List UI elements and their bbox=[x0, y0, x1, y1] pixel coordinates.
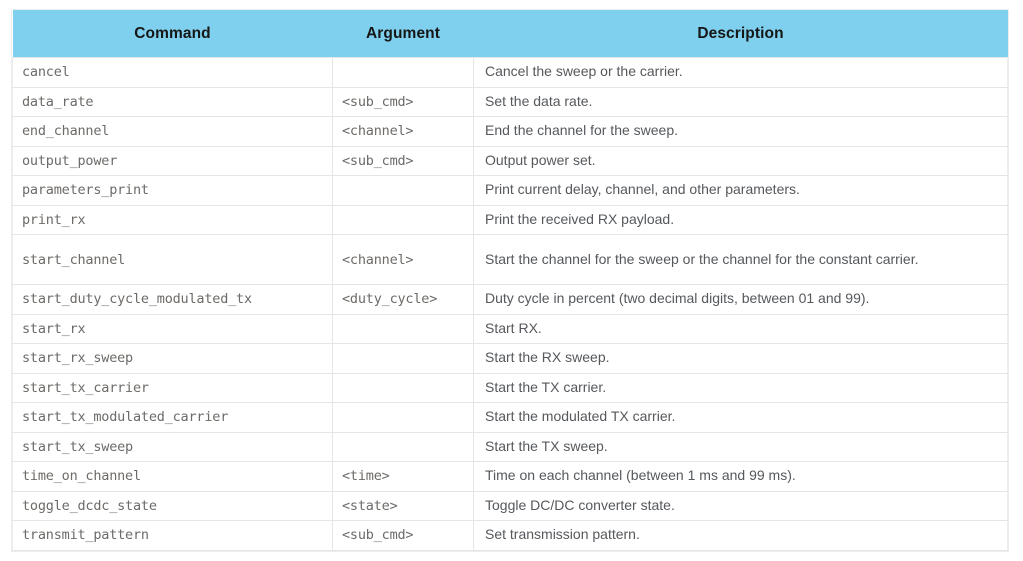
cell-command: start_tx_carrier bbox=[12, 372, 333, 403]
table-row: start_tx_carrier Start the TX carrier. bbox=[12, 372, 1008, 403]
table-row: output_power<sub_cmd>Output power set. bbox=[12, 145, 1008, 176]
cell-argument bbox=[332, 372, 474, 403]
table-row: toggle_dcdc_state<state>Toggle DC/DC con… bbox=[12, 490, 1008, 521]
cell-argument bbox=[332, 431, 474, 462]
cell-argument: <duty_cycle> bbox=[332, 284, 474, 315]
cell-argument: <channel> bbox=[332, 234, 474, 285]
cell-command: start_rx bbox=[12, 313, 333, 344]
table-row: cancel Cancel the sweep or the carrier. bbox=[12, 57, 1008, 88]
table-header-row: Command Argument Description bbox=[12, 10, 1008, 58]
cell-command: end_channel bbox=[12, 116, 333, 147]
cell-description: Start the modulated TX carrier. bbox=[473, 402, 1008, 433]
cell-command: transmit_pattern bbox=[12, 520, 333, 551]
table-row: time_on_channel<time>Time on each channe… bbox=[12, 461, 1008, 492]
cell-argument: <state> bbox=[332, 490, 474, 521]
table-row: start_tx_modulated_carrier Start the modu… bbox=[12, 402, 1008, 433]
cell-description: Set transmission pattern. bbox=[473, 520, 1008, 551]
table-row: start_channel<channel>Start the channel … bbox=[12, 234, 1008, 285]
column-header-description: Description bbox=[473, 10, 1008, 58]
cell-command: start_duty_cycle_modulated_tx bbox=[12, 284, 333, 315]
table-row: start_rx Start RX. bbox=[12, 313, 1008, 344]
cell-argument: <channel> bbox=[332, 116, 474, 147]
cell-command: data_rate bbox=[12, 86, 333, 117]
cell-description: Time on each channel (between 1 ms and 9… bbox=[473, 461, 1008, 492]
cell-description: Print current delay, channel, and other … bbox=[473, 175, 1008, 206]
table-row: print_rx Print the received RX payload. bbox=[12, 204, 1008, 235]
cell-argument: <sub_cmd> bbox=[332, 520, 474, 551]
cell-argument bbox=[332, 313, 474, 344]
command-table-container: Command Argument Description cancel Cance… bbox=[12, 10, 1008, 551]
cell-command: start_rx_sweep bbox=[12, 343, 333, 374]
cell-command: print_rx bbox=[12, 204, 333, 235]
cell-description: Duty cycle in percent (two decimal digit… bbox=[473, 284, 1008, 315]
table-row: start_duty_cycle_modulated_tx<duty_cycle… bbox=[12, 284, 1008, 315]
cell-command: cancel bbox=[12, 57, 333, 88]
cell-description: Start the TX sweep. bbox=[473, 431, 1008, 462]
table-row: end_channel<channel>End the channel for … bbox=[12, 116, 1008, 147]
table-row: start_rx_sweep Start the RX sweep. bbox=[12, 343, 1008, 374]
table-row: transmit_pattern<sub_cmd>Set transmissio… bbox=[12, 520, 1008, 551]
table-row: start_tx_sweep Start the TX sweep. bbox=[12, 431, 1008, 462]
table-row: data_rate<sub_cmd>Set the data rate. bbox=[12, 86, 1008, 117]
cell-description: Start the RX sweep. bbox=[473, 343, 1008, 374]
cell-description: Start the TX carrier. bbox=[473, 372, 1008, 403]
cell-argument: <time> bbox=[332, 461, 474, 492]
command-reference-table: Command Argument Description cancel Cance… bbox=[12, 10, 1008, 551]
cell-description: Cancel the sweep or the carrier. bbox=[473, 57, 1008, 88]
cell-command: time_on_channel bbox=[12, 461, 333, 492]
cell-argument: <sub_cmd> bbox=[332, 86, 474, 117]
table-header: Command Argument Description bbox=[12, 10, 1008, 58]
cell-description: Start the channel for the sweep or the c… bbox=[473, 234, 1008, 285]
cell-command: parameters_print bbox=[12, 175, 333, 206]
cell-description: Start RX. bbox=[473, 313, 1008, 344]
cell-command: toggle_dcdc_state bbox=[12, 490, 333, 521]
table-row: parameters_print Print current delay, cha… bbox=[12, 175, 1008, 206]
column-header-command: Command bbox=[12, 10, 333, 58]
column-header-argument: Argument bbox=[332, 10, 474, 58]
cell-description: Output power set. bbox=[473, 145, 1008, 176]
cell-argument: <sub_cmd> bbox=[332, 145, 474, 176]
cell-command: start_tx_modulated_carrier bbox=[12, 402, 333, 433]
cell-argument bbox=[332, 343, 474, 374]
cell-description: End the channel for the sweep. bbox=[473, 116, 1008, 147]
cell-description: Toggle DC/DC converter state. bbox=[473, 490, 1008, 521]
cell-command: start_tx_sweep bbox=[12, 431, 333, 462]
cell-argument bbox=[332, 402, 474, 433]
cell-command: output_power bbox=[12, 145, 333, 176]
cell-argument bbox=[332, 175, 474, 206]
cell-command: start_channel bbox=[12, 234, 333, 285]
cell-description: Set the data rate. bbox=[473, 86, 1008, 117]
cell-argument bbox=[332, 204, 474, 235]
cell-argument bbox=[332, 57, 474, 88]
cell-description: Print the received RX payload. bbox=[473, 204, 1008, 235]
